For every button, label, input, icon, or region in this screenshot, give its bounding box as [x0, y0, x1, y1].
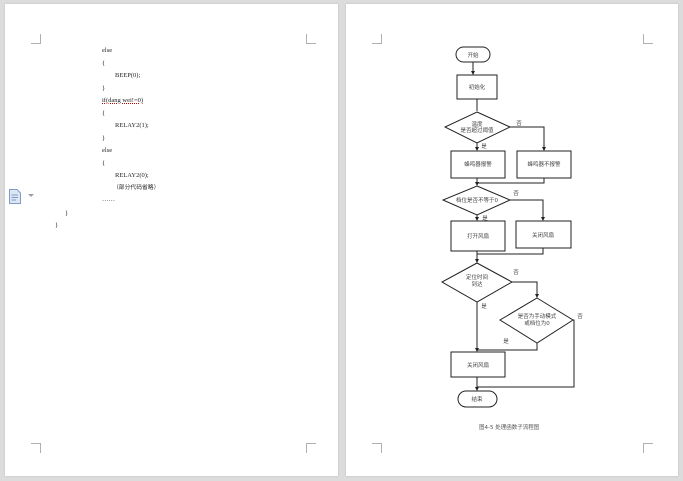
- flow-yes-label: 是: [481, 143, 487, 150]
- code-line: {: [102, 60, 106, 67]
- code-line: }: [55, 222, 59, 229]
- flow-arrow: [510, 126, 546, 151]
- flow-decision-timer-label: 定位时间: [466, 273, 488, 281]
- flow-close-fan-2-label: 关闭风扇: [467, 361, 489, 369]
- flow-no-label: 否: [513, 190, 519, 197]
- code-line: {: [102, 110, 106, 117]
- flow-open-fan-label: 打开风扇: [467, 232, 489, 240]
- flow-start-label: 开始: [467, 51, 479, 59]
- flow-buzzer-alarm-label: 蜂鸣器报警: [464, 160, 492, 168]
- margin-corner-mark: [372, 443, 382, 453]
- code-line: RELAY2(0);: [115, 172, 149, 179]
- flow-init-label: 初始化: [469, 83, 486, 91]
- flow-decision-timer-label: 到达: [471, 280, 483, 288]
- flow-merge-line: [477, 178, 545, 184]
- code-line: }: [102, 85, 106, 92]
- margin-corner-mark: [31, 34, 41, 44]
- flow-decision-manual-label: 是否为手动模式: [518, 312, 557, 320]
- flow-end-label: 结束: [471, 395, 483, 403]
- flow-decision-manual-label: 或档位为0: [524, 319, 550, 327]
- flow-close-fan-box-2: [450, 351, 506, 378]
- dropdown-arrow-icon[interactable]: [28, 194, 34, 197]
- document-outline-icon[interactable]: [9, 189, 21, 204]
- code-line: （部分代码省略）: [113, 185, 160, 191]
- flow-buzzer-alarm-box: [450, 150, 506, 179]
- code-line: }: [65, 210, 69, 217]
- flow-no-label: 否: [577, 313, 583, 320]
- flow-yes-label: 是: [482, 215, 488, 222]
- figure-caption: 图4-5 处理函数子流程图: [479, 425, 540, 431]
- flow-decision-temp-label: 温度: [471, 120, 483, 128]
- margin-corner-mark: [31, 443, 41, 453]
- flow-no-line: [477, 319, 575, 388]
- margin-corner-mark: [306, 34, 316, 44]
- flow-init-box: [456, 74, 498, 100]
- flow-no-label: 否: [516, 120, 522, 127]
- flow-decision-temp-label: 是否超过阈值: [460, 126, 494, 134]
- margin-corner-mark: [643, 443, 653, 453]
- margin-corner-mark: [372, 34, 382, 44]
- code-line: else: [102, 147, 113, 154]
- flow-buzzer-no-alarm-label: 蜂鸣器不报警: [527, 160, 561, 168]
- flow-decision-gear-label: 档位是否不等于0: [456, 196, 499, 204]
- flow-yes-line: [477, 343, 538, 351]
- code-line: ……: [102, 196, 115, 203]
- flow-no-label: 否: [513, 269, 519, 276]
- code-line: else: [102, 47, 113, 54]
- document-page-1: else { BEEP(0); } if(dang wei!=0) { RELA…: [5, 4, 338, 476]
- flow-arrow: [512, 281, 539, 298]
- code-line: {: [102, 160, 106, 167]
- code-line: RELAY2(1);: [115, 122, 149, 129]
- flow-open-fan-box: [450, 220, 506, 252]
- margin-corner-mark: [306, 443, 316, 453]
- flow-buzzer-no-alarm-box: [516, 150, 572, 179]
- code-line: BEEP(0);: [115, 72, 141, 79]
- flow-merge-line: [477, 248, 544, 255]
- flow-end-terminal: [457, 390, 498, 408]
- flow-yes-label: 是: [481, 303, 487, 310]
- document-page-2: [346, 4, 678, 476]
- flow-arrow: [510, 199, 545, 221]
- flow-yes-label: 是: [503, 338, 509, 345]
- code-line: }: [102, 135, 106, 142]
- margin-corner-mark: [643, 34, 653, 44]
- flow-close-fan-label: 关闭风扇: [532, 231, 554, 239]
- code-line: if(dang wei!=0): [102, 97, 144, 104]
